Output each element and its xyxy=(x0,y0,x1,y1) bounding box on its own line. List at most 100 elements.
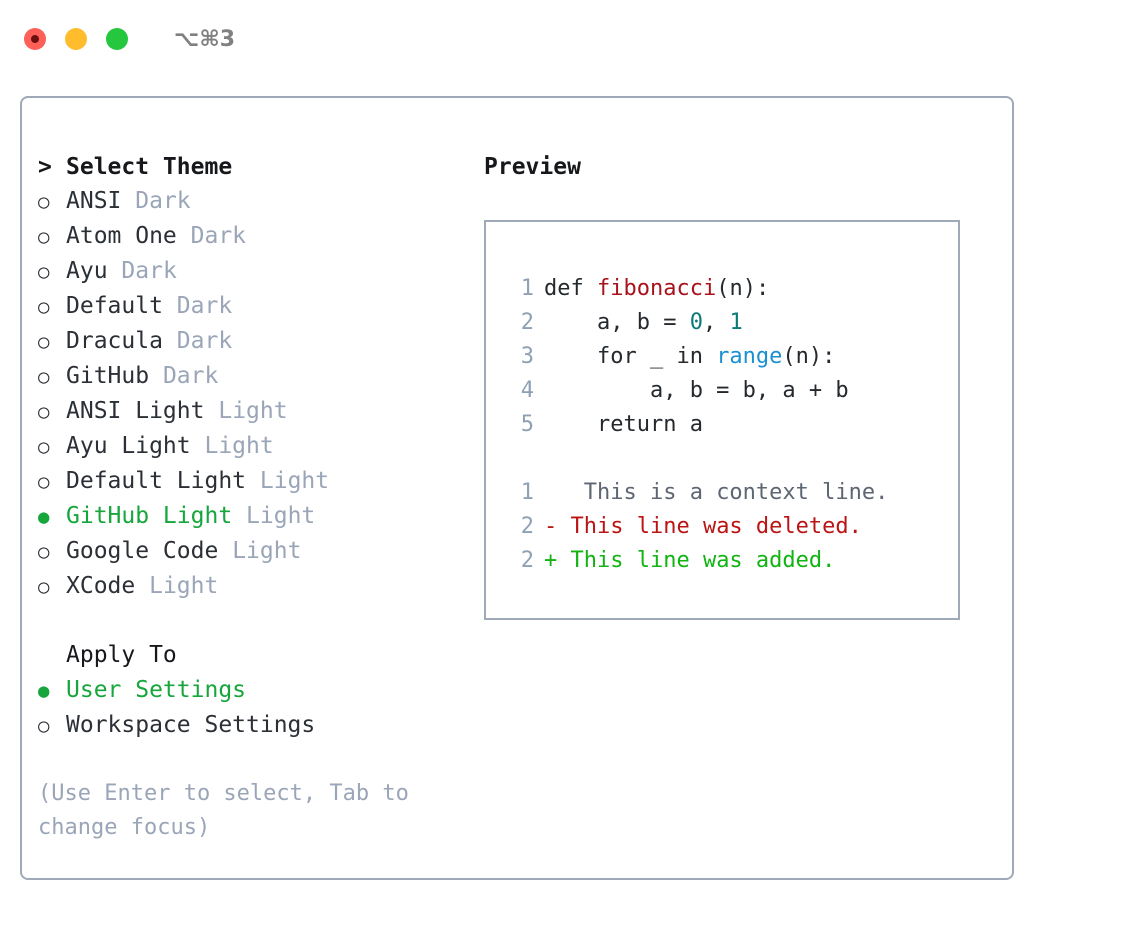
code-line-number: 3 xyxy=(520,344,534,369)
code-diff-spacer xyxy=(504,442,958,476)
theme-label-spacer xyxy=(135,569,149,603)
theme-name-label: ANSI Light xyxy=(66,398,205,424)
theme-label-spacer xyxy=(163,324,177,358)
diff-text: This line was added. xyxy=(557,548,836,573)
code-line-number: 2 xyxy=(520,310,534,335)
theme-variant-badge: Light xyxy=(218,398,288,424)
theme-variant-badge: Dark xyxy=(176,328,233,354)
theme-label-spacer xyxy=(121,184,135,218)
radio-unselected-icon[interactable]: ○ xyxy=(38,436,50,458)
theme-name-label: ANSI xyxy=(66,188,122,214)
theme-list-item[interactable]: ○ ANSI Light Light xyxy=(38,394,484,429)
code-token: fibonacci xyxy=(596,276,717,301)
code-token: a, b = xyxy=(544,310,690,335)
code-token: for _ in xyxy=(544,344,717,369)
theme-label-spacer xyxy=(163,289,177,323)
radio-unselected-icon[interactable]: ○ xyxy=(38,366,50,388)
minimize-button[interactable] xyxy=(65,28,87,50)
theme-name-label: Dracula xyxy=(66,328,163,354)
theme-list-item[interactable]: ○ GitHub Dark xyxy=(38,359,484,394)
theme-variant-badge: Light xyxy=(246,503,316,529)
diff-line-number: 1 xyxy=(520,480,534,505)
diff-marker: - xyxy=(544,514,558,539)
theme-list: ○ANSI Dark○Atom One Dark○Ayu Dark○Defaul… xyxy=(38,184,484,604)
theme-variant-badge: Dark xyxy=(176,293,233,319)
theme-label-spacer xyxy=(246,464,260,498)
theme-label-spacer xyxy=(218,534,232,568)
theme-label-spacer xyxy=(108,254,122,288)
diff-marker xyxy=(544,476,557,510)
theme-list-item[interactable]: ○ANSI Dark xyxy=(38,184,484,219)
theme-list-item[interactable]: ○Google Code Light xyxy=(38,534,484,569)
theme-label-spacer xyxy=(149,359,163,393)
theme-list-item[interactable]: ○ Default Dark xyxy=(38,289,484,324)
diff-line-number: 2 xyxy=(520,548,534,573)
radio-unselected-icon[interactable]: ○ xyxy=(38,576,50,598)
radio-selected-icon[interactable]: ● xyxy=(38,680,50,702)
radio-unselected-icon[interactable]: ○ xyxy=(38,296,50,318)
apply-to-item[interactable]: ○ Workspace Settings xyxy=(38,708,484,743)
theme-variant-badge: Light xyxy=(204,433,274,459)
theme-picker-column: > Select Theme ○ANSI Dark○Atom One Dark○… xyxy=(22,98,484,878)
theme-list-item[interactable]: ○XCode Light xyxy=(38,569,484,604)
code-token: return a xyxy=(544,412,703,437)
radio-unselected-icon[interactable]: ○ xyxy=(38,471,50,493)
theme-variant-badge: Light xyxy=(232,538,302,564)
radio-unselected-icon[interactable]: ○ xyxy=(38,401,50,423)
diff-text: This line was deleted. xyxy=(557,514,862,539)
radio-unselected-icon[interactable]: ○ xyxy=(38,226,50,248)
code-token: a, b = b, a + b xyxy=(544,378,849,403)
theme-name-label: GitHub xyxy=(66,363,150,389)
select-theme-header-label: Select Theme xyxy=(66,154,233,180)
radio-unselected-icon[interactable]: ○ xyxy=(38,715,50,737)
diff-marker: + xyxy=(544,548,558,573)
theme-variant-badge: Dark xyxy=(162,363,219,389)
theme-variant-badge: Dark xyxy=(190,223,247,249)
code-token: 1 xyxy=(729,310,743,335)
theme-name-label: Ayu xyxy=(66,258,108,284)
code-token: (n): xyxy=(716,276,770,301)
theme-name-label: XCode xyxy=(66,573,136,599)
theme-name-label: Default xyxy=(66,293,163,319)
diff-sample: 1 This is a context line.2- This line wa… xyxy=(504,476,958,578)
apply-to-item-label: Workspace Settings xyxy=(66,712,316,738)
radio-selected-icon[interactable]: ● xyxy=(38,506,50,528)
code-line-number: 5 xyxy=(520,412,534,437)
preview-title: Preview xyxy=(484,154,581,180)
close-button[interactable] xyxy=(24,28,46,50)
theme-name-label: Default Light xyxy=(66,468,247,494)
code-token: 0 xyxy=(689,310,703,335)
radio-unselected-icon[interactable]: ○ xyxy=(38,261,50,283)
theme-list-item[interactable]: ●GitHub Light Light xyxy=(38,499,484,534)
theme-label-spacer xyxy=(177,219,191,253)
radio-unselected-icon[interactable]: ○ xyxy=(38,331,50,353)
theme-list-item[interactable]: ○Default Light Light xyxy=(38,464,484,499)
diff-line: 2- This line was deleted. xyxy=(504,510,958,544)
code-line: 3 for _ in range(n): xyxy=(504,340,958,374)
theme-list-item[interactable]: ○Ayu Dark xyxy=(38,254,484,289)
code-line: 5 return a xyxy=(504,408,958,442)
apply-to-list: ●User Settings ○ Workspace Settings xyxy=(38,673,484,743)
apply-to-item[interactable]: ●User Settings xyxy=(38,673,484,708)
code-token: range xyxy=(716,344,783,369)
theme-list-item[interactable]: ○ Dracula Dark xyxy=(38,324,484,359)
radio-unselected-icon[interactable]: ○ xyxy=(38,191,50,213)
diff-line: 2 + This line was added. xyxy=(504,544,958,578)
theme-name-label: Ayu Light xyxy=(66,433,191,459)
traffic-lights xyxy=(24,28,128,50)
diff-line: 1 This is a context line. xyxy=(504,476,958,510)
code-line: 1 def fibonacci(n): xyxy=(504,272,958,306)
theme-list-item[interactable]: ○Atom One Dark xyxy=(38,219,484,254)
theme-list-item[interactable]: ○ Ayu Light Light xyxy=(38,429,484,464)
code-token: def xyxy=(544,276,597,301)
radio-unselected-icon[interactable]: ○ xyxy=(38,541,50,563)
title-bar: ⌥⌘3 xyxy=(0,0,1140,78)
maximize-button[interactable] xyxy=(106,28,128,50)
theme-label-spacer xyxy=(204,394,218,428)
code-line-number: 1 xyxy=(520,276,534,301)
keyboard-hint: (Use Enter to select, Tab to change focu… xyxy=(38,781,409,840)
